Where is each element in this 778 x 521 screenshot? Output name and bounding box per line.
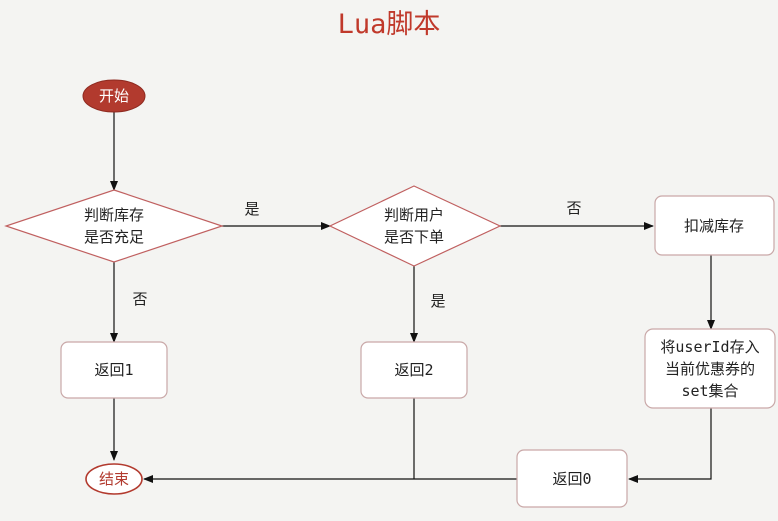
- edge-label-user-no: 否: [566, 199, 581, 217]
- check-user-label-line1: 判断用户: [384, 206, 444, 224]
- save-user-label-line1: 将userId存入: [660, 338, 759, 356]
- check-user-label-line2: 是否下单: [384, 228, 444, 246]
- start-label: 开始: [99, 87, 129, 105]
- edge-label-stock-yes: 是: [244, 200, 259, 218]
- save-user-label-line2: 当前优惠券的: [665, 360, 755, 378]
- return2-label: 返回2: [394, 361, 433, 379]
- decision-check-stock: [4, 189, 224, 263]
- decision-check-user: [328, 185, 502, 267]
- edge-label-user-yes: 是: [430, 292, 445, 310]
- save-user-label-line3: set集合: [681, 382, 738, 400]
- edge-label-stock-no: 否: [132, 290, 147, 308]
- save-user-box: [644, 328, 776, 409]
- deduct-stock-label: 扣减库存: [684, 217, 744, 235]
- return0-box: [516, 449, 628, 508]
- check-stock-label-line1: 判断库存: [84, 206, 144, 224]
- edge-save-to-return0: [628, 408, 712, 483]
- return0-label: 返回0: [552, 470, 591, 488]
- check-stock-label-line2: 是否充足: [84, 228, 144, 246]
- end-node: [85, 463, 143, 495]
- return1-label: 返回1: [94, 361, 133, 379]
- start-node: [82, 79, 146, 113]
- deduct-stock-box: [654, 195, 775, 256]
- return1-box: [60, 341, 168, 399]
- diagram-title: Lua脚本: [337, 9, 441, 40]
- end-label: 结束: [99, 470, 129, 488]
- return2-box: [360, 341, 468, 399]
